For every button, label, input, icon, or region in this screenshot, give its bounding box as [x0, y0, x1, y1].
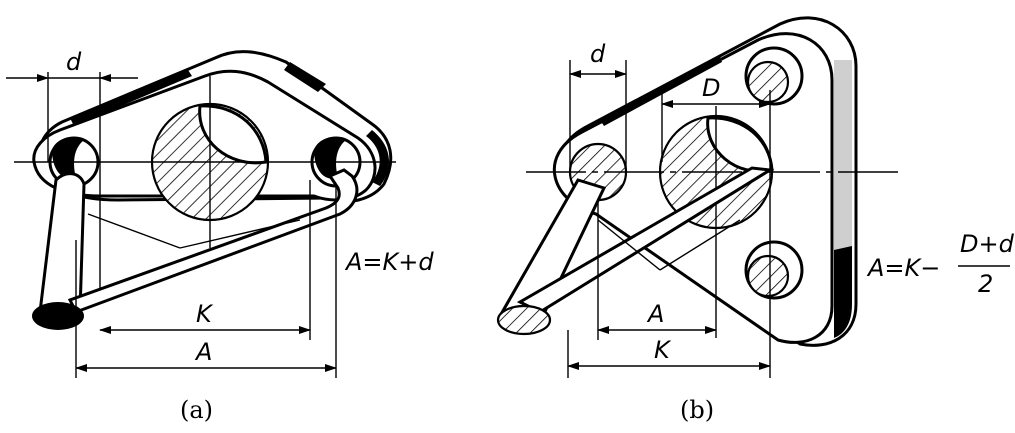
formula-b-num: D+d [960, 230, 1015, 258]
plate-b-top-dark [600, 56, 722, 126]
lower-right-hole-b-inner [746, 254, 790, 298]
plate-b-edge-dark [834, 246, 852, 338]
rope-a-loop [67, 168, 359, 314]
plate-a-shade-rim [366, 130, 390, 186]
upper-right-hole-b-inner [746, 60, 790, 104]
rope-b-inner-line [597, 219, 661, 271]
rope-a-end [32, 302, 84, 330]
plate-b-edge-shade [834, 60, 852, 300]
rope-a [38, 172, 86, 314]
formula-b-den: 2 [978, 270, 993, 298]
label-a-a: A [194, 338, 212, 366]
label-a-d: d [66, 48, 82, 76]
label-b-d: d [590, 40, 606, 68]
label-b-k: K [654, 336, 672, 364]
rope-b-end [496, 304, 552, 336]
rope-b-inner-line-2 [659, 219, 741, 271]
diagram-b: d D A K A=K− D+d 2 (b) [496, 16, 1015, 424]
diagram-a: d K A A=K+d (a) [6, 48, 434, 424]
right-hole-a-shade [314, 137, 346, 179]
left-hole-a-shade [52, 137, 84, 179]
formula-a: A=K+d [344, 248, 434, 276]
label-b-a: A [646, 300, 664, 328]
rope-a-inner-line-2 [179, 219, 301, 249]
plate-a-shade-right [284, 62, 326, 92]
rope-a-inner-line [87, 213, 181, 249]
caption-b: (b) [680, 396, 714, 424]
formula-b-lhs: A=K− [866, 254, 940, 282]
label-a-k: K [196, 300, 214, 328]
label-b-D: D [702, 74, 720, 102]
caption-a: (a) [180, 396, 213, 424]
